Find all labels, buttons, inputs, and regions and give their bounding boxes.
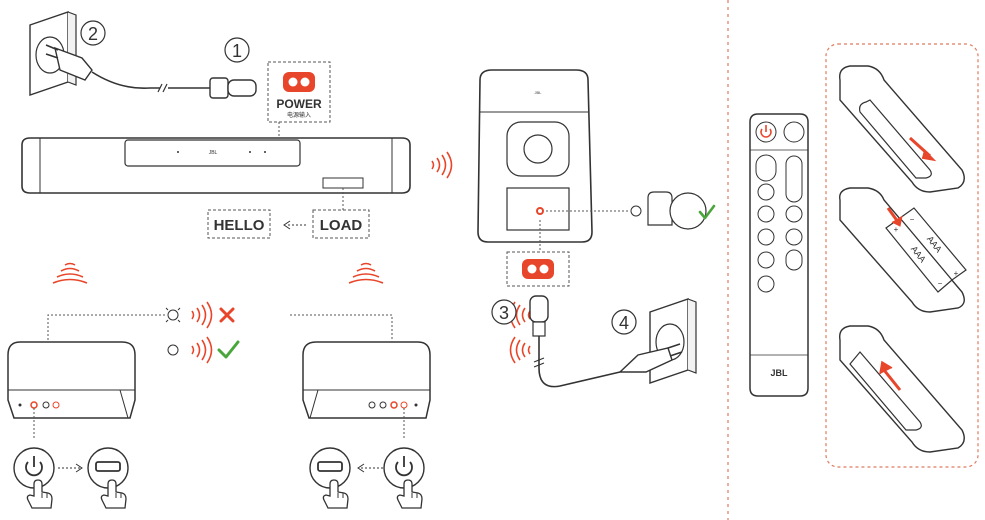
arrow-load-to-hello [283,220,306,230]
blink-led-icon [165,307,181,323]
power-plug-top [45,44,210,93]
connect-icon [317,461,343,472]
battery-2-plus: + [954,269,959,278]
sub-power-plug [529,295,621,388]
subwoofer-pairing-ok [647,191,716,230]
power-icon [760,125,772,138]
remote-source-button [783,121,805,143]
power-label: POWER [276,97,322,111]
press-power-button-left [13,447,55,509]
rear-speaker-right [302,341,431,440]
power-connector-plug [209,77,257,99]
arrow-power-to-source-left [58,463,83,473]
step-1-badge: 1 [224,37,250,63]
connect-icon [95,461,121,472]
hello-text: HELLO [214,217,265,234]
subwoofer-power-port [506,251,570,287]
remote-battery-insert: AAA AAA + − − + [839,187,967,313]
check-icon [217,340,240,359]
step-2-badge: 2 [80,20,106,46]
wall-socket-bottom [618,298,697,384]
display-hello: HELLO [207,209,271,239]
remote-back-open [839,65,965,193]
step-1-number: 1 [232,41,242,61]
power-port-callout: POWER 电源输入 [267,61,331,140]
press-source-button-right [309,447,351,509]
soundbar: JBL [21,137,411,194]
arrow-power-to-source-right [357,463,383,473]
soundbar-logo: JBL [209,150,218,156]
power-icon [395,456,413,477]
battery-2-minus: − [910,215,915,224]
step-3-number: 3 [499,303,509,323]
solid-led-icon [167,344,179,356]
wireless-signal-left-icon [52,262,88,284]
battery-1-minus: − [938,279,943,288]
display-load: LOAD [312,188,370,239]
remote-back-close [839,325,965,453]
pairing-status-ok [167,336,531,364]
power-sublabel: 电源输入 [287,111,311,119]
step-3-badge: 3 [491,299,517,325]
wireless-signal-icon [431,151,453,179]
step-4-badge: 4 [611,309,637,335]
press-source-button-left [87,447,129,509]
rear-speaker-left [7,341,136,440]
step-2-number: 2 [88,24,98,44]
subwoofer-logo: JBL [535,90,543,95]
remote-logo: JBL [770,368,788,378]
pairing-status-fail [47,301,531,340]
remote-volume-rocker [785,155,803,203]
wireless-signal-right-icon [348,262,384,284]
load-text: LOAD [320,217,363,234]
power-icon [25,456,43,477]
subwoofer: JBL [477,69,642,252]
remote-control: JBL [749,113,809,397]
cross-icon [219,307,235,323]
battery-1-plus: + [894,225,899,234]
step-4-number: 4 [619,313,629,333]
press-power-button-right [383,447,425,509]
